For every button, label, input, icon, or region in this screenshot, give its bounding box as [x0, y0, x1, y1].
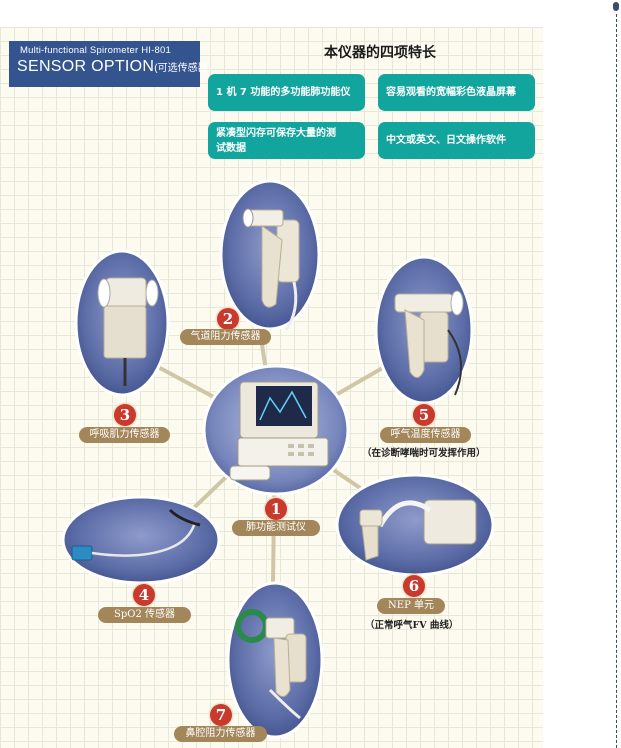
sensor-note-fv-curve: （正常呼气FV 曲线） — [365, 620, 459, 631]
airway-resistance-sensor-image — [219, 179, 321, 331]
sensor-label-spirometer: 肺功能测试仪 — [232, 520, 320, 536]
feature-box-1: 1 机 7 功能的多功能肺功能仪 — [208, 74, 365, 111]
feature-text: 紧凑型闪存可保存大量的测 — [216, 127, 336, 139]
feature-text: 试数据 — [216, 142, 246, 154]
sensor-number-badge: 2 — [217, 308, 239, 330]
feature-text: 中文或英文、日文操作软件 — [386, 135, 506, 146]
sensor-number-badge: 7 — [210, 704, 232, 726]
spo2-sensor-image — [61, 495, 221, 585]
edge-dot — [613, 2, 619, 11]
sensor-label-exhaled-temperature: 呼气温度传感器 — [380, 427, 471, 443]
features-title: 本仪器的四项特长 — [324, 45, 436, 61]
respiratory-muscle-sensor-image — [74, 249, 170, 397]
sensor-number-badge: 6 — [403, 575, 425, 597]
nep-unit-image — [335, 473, 495, 577]
sensor-label-nep-unit: NEP 单元 — [377, 598, 445, 614]
feature-box-3: 紧凑型闪存可保存大量的测试数据 — [208, 122, 365, 159]
model-line: Multi-functional Spirometer HI-801 — [20, 45, 171, 56]
nasal-resistance-sensor-image — [226, 581, 324, 739]
sensor-label-respiratory-muscle: 呼吸肌力传感器 — [79, 427, 170, 443]
option-subtitle: (可选传感器) — [154, 63, 211, 74]
sensor-number-badge: 4 — [133, 584, 155, 606]
feature-text: 1 机 7 功能的多功能肺功能仪 — [216, 87, 351, 98]
sensor-number-badge: 5 — [413, 404, 435, 426]
sensor-number-badge: 1 — [265, 498, 287, 520]
option-title: SENSOR OPTION — [17, 58, 155, 75]
sensor-option-heading: SENSOR OPTION(可选传感器) — [17, 58, 211, 76]
sensor-label-spo2: SpO2 传感器 — [98, 607, 191, 623]
exhaled-temperature-sensor-image — [374, 255, 474, 405]
sensor-label-airway-resistance: 气道阻力传感器 — [180, 329, 271, 345]
sensor-label-nasal-resistance: 鼻腔阻力传感器 — [174, 726, 267, 742]
feature-box-2: 容易观看的宽幅彩色液晶屏幕 — [378, 74, 535, 111]
feature-box-4: 中文或英文、日文操作软件 — [378, 122, 535, 159]
sensor-note-asthma: （在诊断哮喘时可发挥作用） — [362, 448, 486, 459]
spirometer-main-unit-image — [202, 364, 350, 496]
edge-dashed-line — [616, 14, 617, 748]
feature-text: 容易观看的宽幅彩色液晶屏幕 — [386, 87, 516, 98]
sensor-number-badge: 3 — [114, 404, 136, 426]
product-title-box: Multi-functional Spirometer HI-801 SENSO… — [9, 41, 211, 87]
page-edge-marker — [613, 0, 621, 748]
